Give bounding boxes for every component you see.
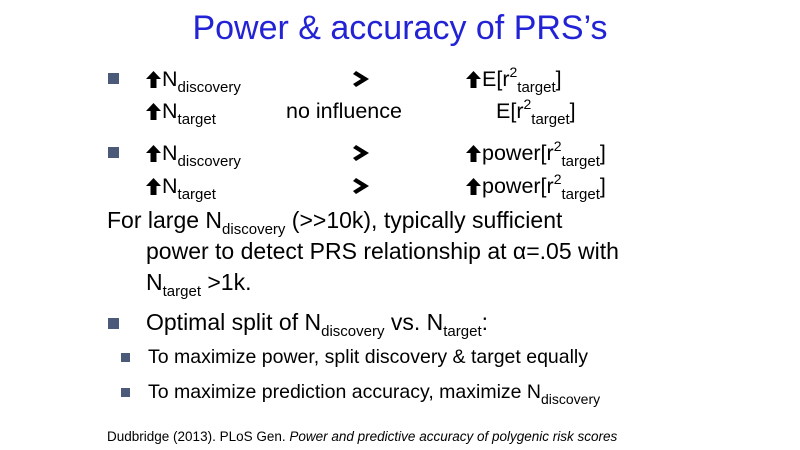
up-arrow-icon [146,71,161,88]
paragraph-text: For large N [107,207,223,233]
paragraph-text: (>>10k), typically sufficient [285,207,563,233]
no-influence-label: no influence [286,99,402,123]
power-text: power[r [482,141,554,165]
paragraph-text: To maximize prediction accuracy, maximiz… [148,381,541,403]
subscript: discovery [222,221,286,238]
right-arrow-icon [353,145,369,161]
block1-row1-right: E[r2target] [466,64,562,95]
subscript: target [177,111,216,128]
block2-row1-right: power[r2target] [466,138,606,169]
up-arrow-icon [466,178,481,195]
subscript: target [443,323,482,340]
bullet-marker [108,73,119,84]
sub-bullet-marker [121,353,130,362]
up-arrow-icon [146,178,161,195]
subscript: discovery [541,391,601,407]
citation-text: Dudbridge (2013). PLoS Gen. [107,429,290,444]
subscript: discovery [321,323,385,340]
expectation-text: E[r [496,99,524,123]
superscript: 2 [509,64,518,80]
subscript: target [561,153,600,170]
paragraph-line-2: power to detect PRS relationship at α=.0… [146,238,619,264]
n-symbol: N [162,99,178,123]
slide-title: Power & accuracy of PRS’s [192,9,608,47]
block2-row2-left: Ntarget [146,173,216,202]
n-symbol: N [162,141,178,165]
right-arrow-icon [353,178,369,194]
subscript: target [517,79,556,96]
n-symbol: N [162,67,178,91]
subscript: target [162,283,201,300]
subscript: target [561,186,600,203]
citation: Dudbridge (2013). PLoS Gen. Power and pr… [107,429,617,444]
paragraph-text: : [481,309,488,335]
optimal-split-text: Optimal split of Ndiscovery vs. Ntarget: [146,308,488,340]
bracket: ] [599,174,606,198]
paragraph-line-3: Ntarget >1k. [146,268,252,300]
n-symbol: N [146,269,163,295]
up-arrow-icon [466,71,481,88]
up-arrow-icon [146,145,161,162]
bracket: ] [569,99,576,123]
paragraph-text: >1k. [200,269,252,295]
up-arrow-icon [146,103,161,120]
paragraph-line-1: For large Ndiscovery (>>10k), typically … [107,206,563,238]
block1-row2-right: E[r2target] [496,96,576,127]
bullet-marker [108,147,119,158]
subscript: target [531,111,570,128]
sub-bullet-marker [121,388,130,397]
subscript: discovery [177,79,241,96]
superscript: 2 [553,171,562,187]
subscript: target [177,186,216,203]
block2-row1-left: Ndiscovery [146,140,241,169]
sub-bullet-2: To maximize prediction accuracy, maximiz… [148,380,601,407]
subscript: discovery [177,153,241,170]
block1-row1-left: Ndiscovery [146,66,241,95]
superscript: 2 [553,138,562,154]
right-arrow-icon [353,71,369,87]
bracket: ] [599,141,606,165]
bullet-marker [108,318,119,329]
sub-bullet-1: To maximize power, split discovery & tar… [148,346,589,368]
citation-title: Power and predictive accuracy of polygen… [289,429,618,444]
paragraph-text: Optimal split of N [146,309,322,335]
up-arrow-icon [466,145,481,162]
n-symbol: N [162,174,178,198]
block2-row2-right: power[r2target] [466,171,606,202]
superscript: 2 [523,96,532,112]
bracket: ] [555,67,562,91]
power-text: power[r [482,174,554,198]
paragraph-text: vs. N [384,309,444,335]
block1-row2-left: Ntarget [146,98,216,127]
expectation-text: E[r [482,67,510,91]
